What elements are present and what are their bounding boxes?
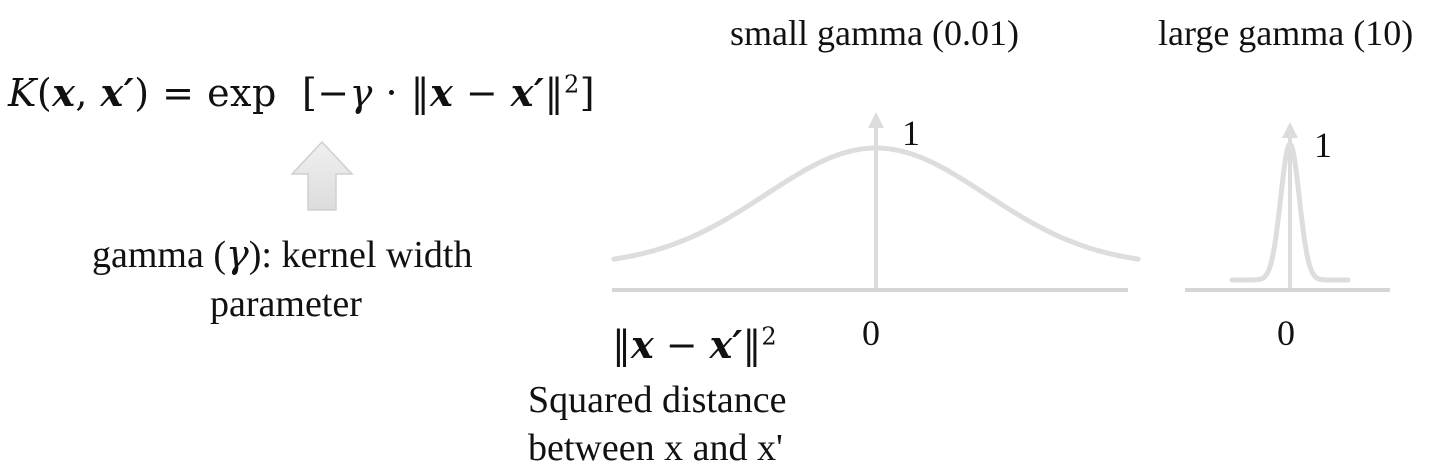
formula-x-prime: x′ (100, 70, 135, 115)
distance-formula: ‖x − x′‖2 (612, 322, 777, 367)
parameter-label: parameter (210, 283, 362, 325)
formula-x-2: x (430, 70, 454, 115)
formula-x-prime-2: x′ (510, 70, 545, 115)
small-gamma-curve (611, 145, 1141, 262)
between-x-label: between x and x' (528, 427, 783, 469)
gamma-label: gamma (γ): kernel width (92, 232, 472, 277)
kernel-formula: K(x, x′) = exp [−γ · ‖x − x′‖2] (8, 70, 596, 115)
gamma-label-prefix: gamma ( (92, 234, 227, 276)
large-panel-zero-label: 0 (1277, 313, 1295, 353)
large-panel-peak-label: 1 (1314, 125, 1332, 165)
kernel-function-name: K (8, 71, 37, 115)
small-gamma-title: small gamma (0.01) (730, 13, 1019, 53)
small-panel-zero-label: 0 (862, 313, 880, 353)
squared-distance-label: Squared distance (528, 379, 787, 421)
small-panel-arrowhead (868, 112, 884, 128)
formula-exp: exp (207, 71, 277, 115)
distance-x: x (631, 322, 654, 367)
formula-x: x (52, 70, 76, 115)
small-panel-peak-label: 1 (902, 113, 920, 153)
distance-x-prime: x′ (709, 322, 743, 367)
up-block-arrow (290, 140, 354, 211)
formula-gamma: γ (349, 71, 373, 115)
large-gamma-title: large gamma (10) (1158, 13, 1414, 53)
gamma-label-suffix: ): kernel width (248, 234, 473, 276)
gamma-label-symbol: γ (226, 232, 249, 276)
large-panel-arrowhead (1282, 122, 1298, 138)
large-gamma-curve (1229, 140, 1351, 283)
